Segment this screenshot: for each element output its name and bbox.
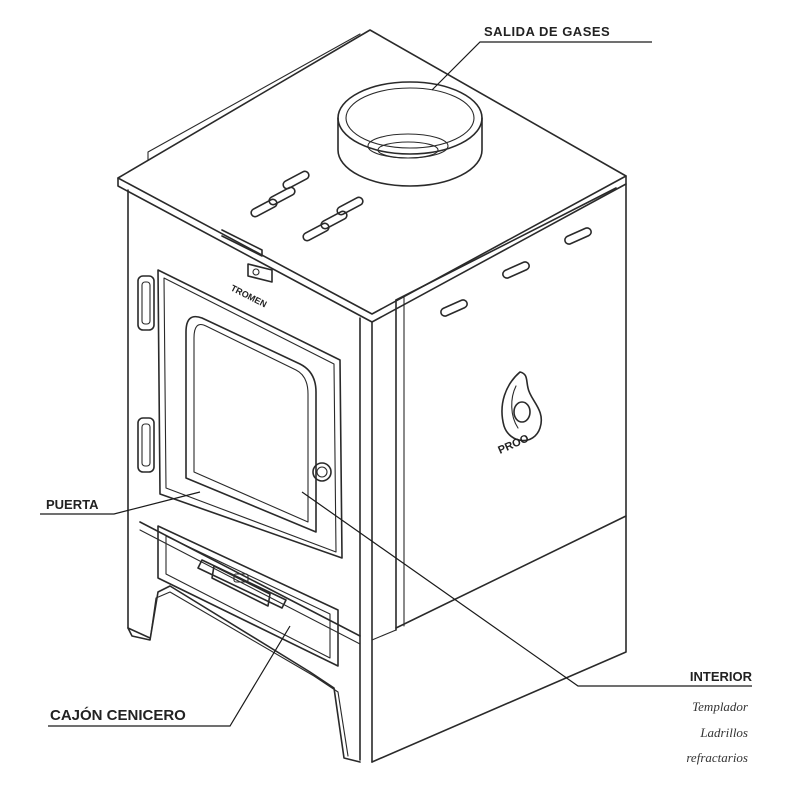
label-puerta: PUERTA [46, 497, 99, 512]
top-plate [117, 29, 627, 323]
door-brand-logo: TROMEN [229, 283, 268, 310]
interior-item-1: Templador [692, 699, 749, 714]
label-salida-de-gases: SALIDA DE GASES [484, 24, 610, 39]
flue-collar [337, 81, 483, 187]
label-interior: INTERIOR [690, 669, 753, 684]
side-panel [371, 183, 627, 763]
callout-puerta: PUERTA [40, 491, 201, 515]
side-brand-logo: PROO [496, 432, 531, 456]
front-face [127, 189, 373, 763]
interior-item-2: Ladrillos [699, 725, 748, 740]
flame-logo [501, 371, 543, 442]
ash-drawer [157, 525, 339, 667]
callout-cajon: CAJÓN CENICERO [48, 625, 291, 727]
top-vent-slots [250, 170, 364, 242]
door [137, 229, 343, 559]
callout-interior: INTERIOR Templador Ladrillos refractario… [301, 491, 753, 765]
label-cajon-cenicero: CAJÓN CENICERO [50, 706, 186, 724]
callout-salida: SALIDA DE GASES [431, 24, 652, 91]
interior-item-3: refractarios [686, 750, 748, 765]
